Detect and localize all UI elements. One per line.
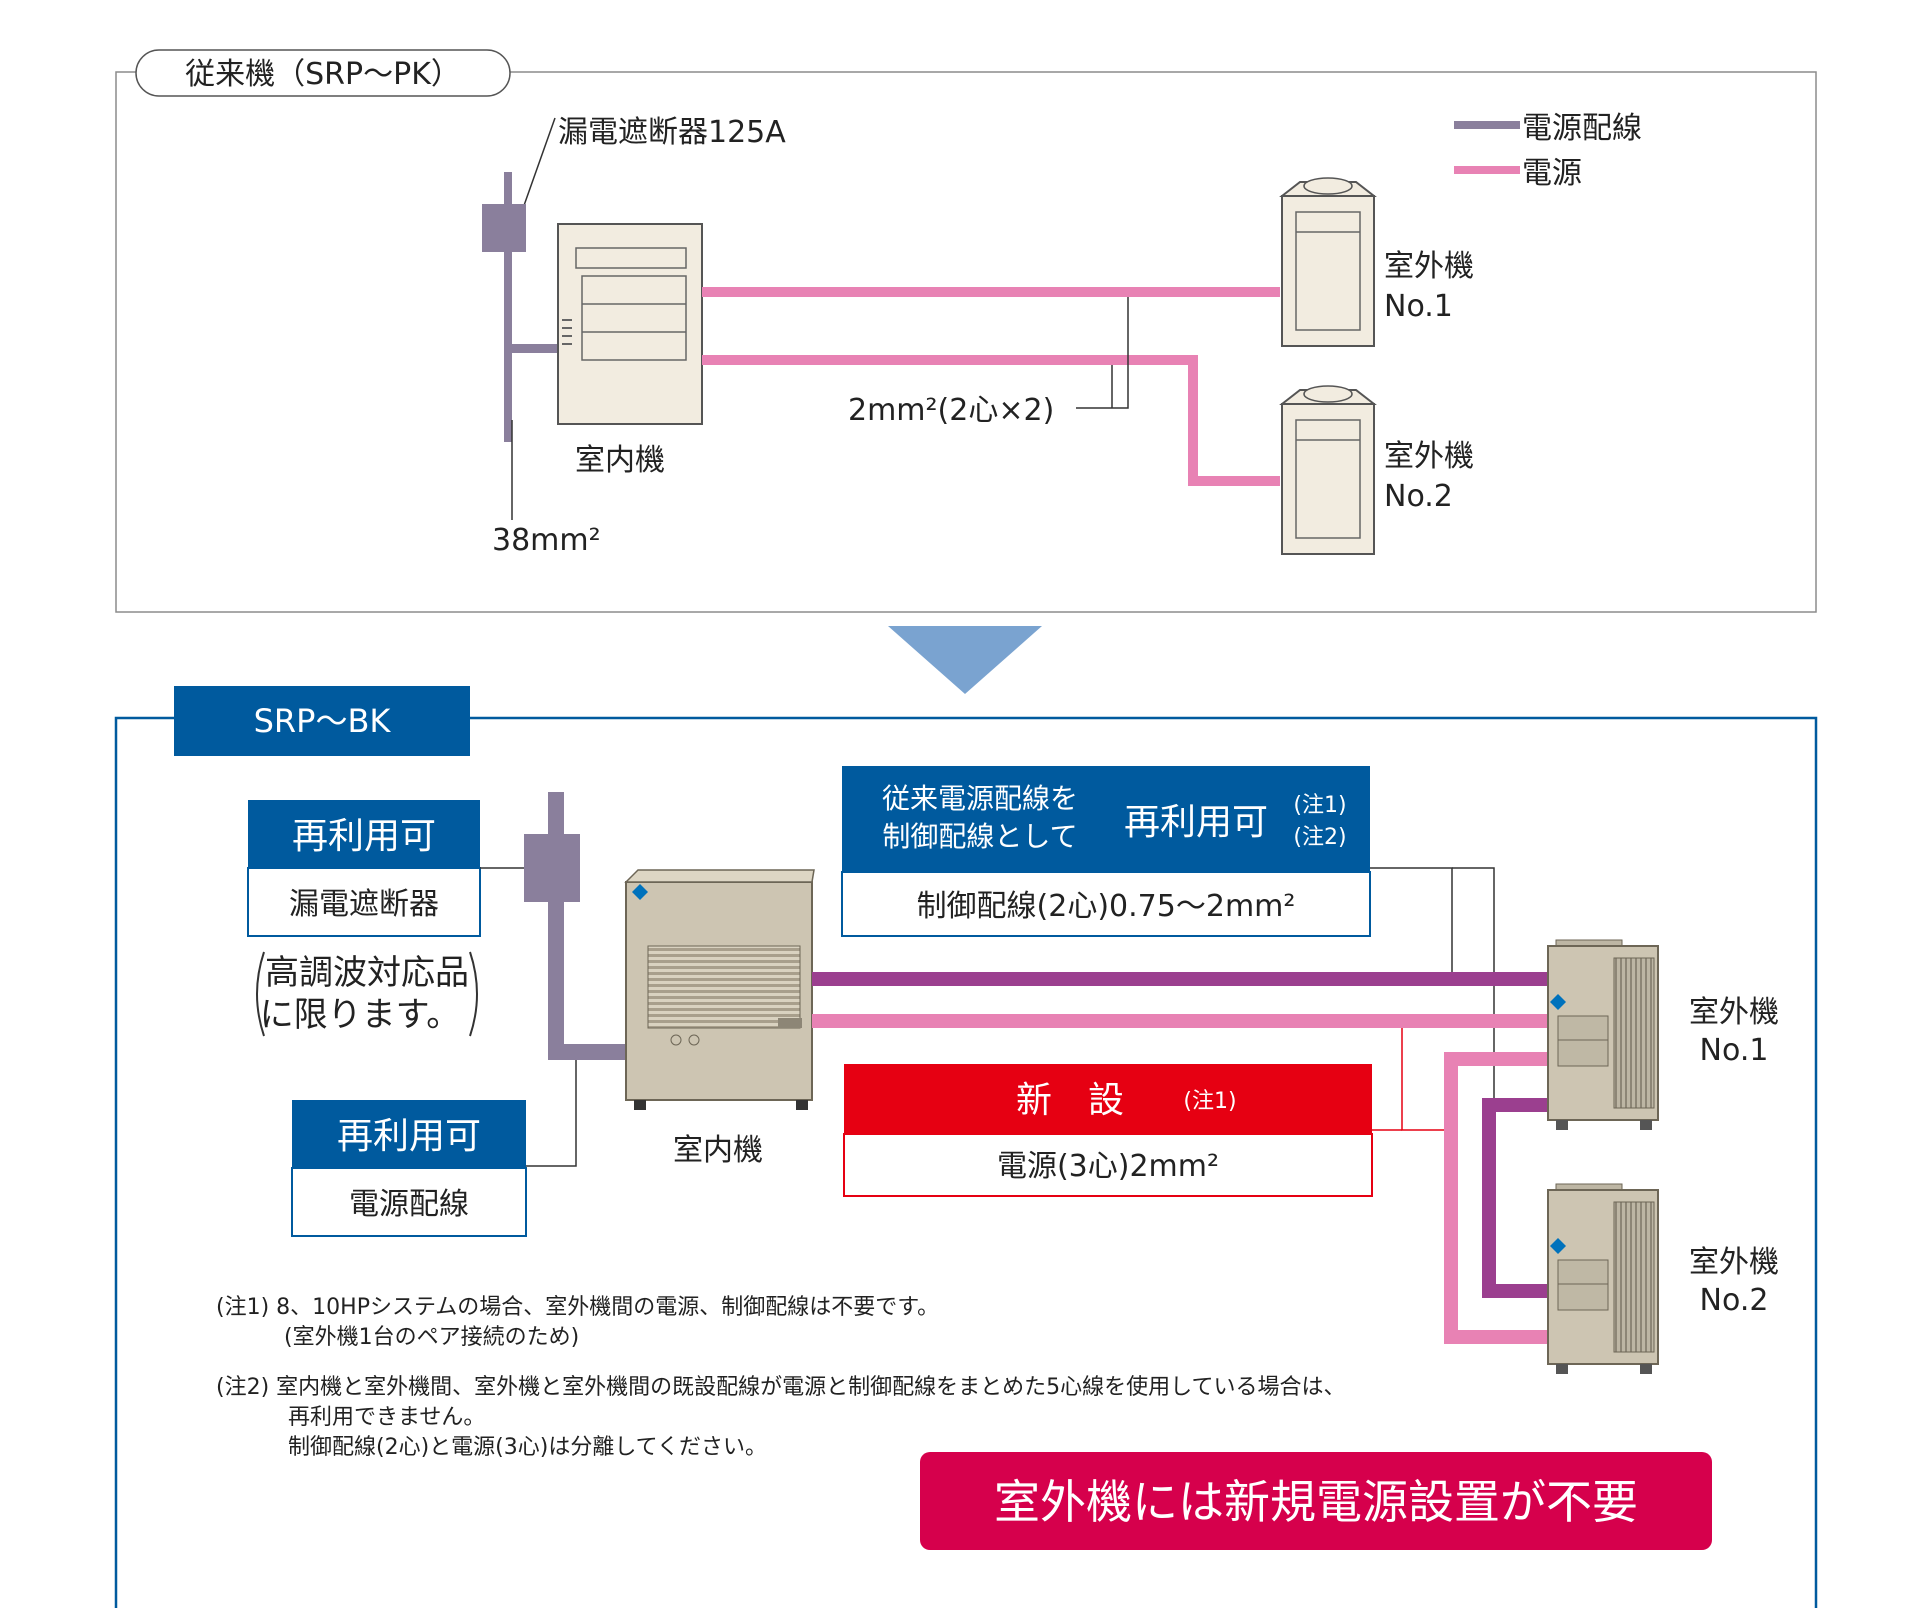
control-box-header-line2: 制御配線として [882, 820, 1077, 853]
breaker-box-body-bg [247, 867, 481, 937]
legacy-panel-frame [115, 71, 1817, 613]
control-leader-2 [1452, 867, 1495, 1106]
legend-power-wiring: 電源配線 [1522, 111, 1642, 146]
new-title: SRP〜BK [254, 702, 392, 740]
control-wiring-branch-bottom [1482, 1284, 1550, 1298]
cta-text: 室外機には新規電源設置が不要 [994, 1475, 1638, 1529]
breaker-box-header-bg [248, 800, 480, 868]
control-wiring-main [812, 972, 1550, 986]
main-cable-label: 38mm² [492, 523, 601, 558]
transition-arrow-icon [888, 626, 1042, 694]
new-box-header-bg [844, 1064, 1372, 1134]
breaker-box-header: 再利用可 [292, 816, 436, 857]
new-box-leader-1 [1401, 1028, 1444, 1131]
control-wiring-branch-top [1482, 1098, 1550, 1112]
legacy-power-cable-2c [1188, 476, 1280, 486]
legend: 電源配線 電源 [1454, 111, 1642, 191]
legacy-breaker [482, 204, 526, 252]
control-box-header-main: 再利用可 [1124, 802, 1268, 843]
legacy-outdoor-unit-2 [1279, 385, 1377, 555]
breaker-note-line2: に限ります。 [260, 995, 461, 1035]
control-box-header-bg [842, 766, 1370, 872]
control-wiring-branch-vertical [1482, 1098, 1496, 1298]
wiring-box-body: 電源配線 [349, 1187, 469, 1222]
new-power-wiring-vertical [548, 792, 564, 1060]
new-box-body: 電源(3心)2mm² [997, 1149, 1219, 1184]
breaker-note-line1: 高調波対応品 [265, 953, 469, 993]
control-box-note1: (注1) [1293, 793, 1346, 818]
new-power-branch-bottom [1444, 1330, 1550, 1344]
new-box-note: (注1) [1183, 1089, 1236, 1114]
new-box-header: 新 設 [1016, 1080, 1124, 1121]
new-power-main [812, 1014, 1550, 1028]
new-breaker [524, 834, 580, 902]
new-power-wiring-horizontal [548, 1044, 626, 1060]
brand-logo-icon [632, 884, 648, 900]
new-panel: SRP〜BK 再利用可 漏電遮断器 高調波対応品 に限ります。 再利用可 電源配… [114, 686, 1818, 1608]
legacy-outdoor-1-line1: 室外機 [1384, 249, 1474, 284]
legacy-power-wiring-vertical [504, 172, 512, 442]
legacy-title: 従来機（SRP〜PK） [185, 57, 461, 92]
control-box-body-bg [841, 871, 1371, 937]
breaker-box-body: 漏電遮断器 [289, 887, 439, 922]
note-paren-left [256, 951, 265, 1037]
new-power-branch-top [1444, 1052, 1550, 1066]
control-box-header-line1: 従来電源配線を [882, 782, 1078, 815]
legacy-outdoor-2-line1: 室外機 [1384, 439, 1474, 474]
new-outdoor-2-line2: No.2 [1700, 1283, 1769, 1318]
wiring-box-header-bg [292, 1100, 526, 1168]
legacy-title-pill [135, 49, 511, 97]
note2-line2: 再利用できません。 [288, 1405, 485, 1430]
brand-logo-icon [1550, 1238, 1566, 1254]
new-outdoor-2-line1: 室外機 [1689, 1245, 1779, 1280]
brand-logo-icon [1550, 994, 1566, 1010]
note1-line1: (注1) 8、10HPシステムの場合、室外機間の電源、制御配線は不要です。 [216, 1295, 939, 1320]
new-outdoor-1-line2: No.1 [1700, 1033, 1769, 1068]
control-box-note2: (注2) [1293, 825, 1346, 850]
cable-leader-1 [1076, 297, 1129, 409]
wiring-box-body-bg [291, 1167, 527, 1237]
legacy-power-cable-1 [702, 287, 1280, 297]
new-indoor-label: 室内機 [673, 1133, 763, 1168]
legacy-indoor-label: 室内機 [575, 443, 665, 478]
legend-power: 電源 [1522, 156, 1582, 191]
legacy-power-wiring-horizontal [504, 344, 566, 353]
new-outdoor-unit-1 [1547, 939, 1659, 1130]
wiring-box-header: 再利用可 [337, 1116, 481, 1157]
legacy-power-cable-2b [1188, 355, 1198, 486]
wiring-box-leader [526, 1060, 577, 1167]
new-title-tab [174, 686, 470, 756]
new-outdoor-1-line1: 室外機 [1689, 995, 1779, 1030]
note2-line3: 制御配線(2心)と電源(3心)は分離してください。 [288, 1435, 767, 1460]
legacy-indoor-unit [557, 223, 703, 425]
note1-line2: (室外機1台のペア接続のため) [284, 1325, 579, 1350]
new-indoor-unit [624, 869, 815, 1110]
legacy-panel: 従来機（SRP〜PK） 電源配線 電源 漏電遮断器125A 38mm² [115, 49, 1817, 613]
legacy-power-cable-2a [702, 355, 1192, 365]
legacy-outdoor-unit-1 [1279, 177, 1377, 347]
control-leader-1 [1370, 867, 1453, 980]
note-paren-right [469, 951, 478, 1037]
legacy-outdoor-2-line2: No.2 [1384, 479, 1453, 514]
cable-label: 2mm²(2心×2) [848, 393, 1054, 428]
new-outdoor-unit-2 [1547, 1183, 1659, 1374]
control-box-body: 制御配線(2心)0.75〜2mm² [917, 889, 1296, 924]
new-power-branch-vertical [1444, 1052, 1458, 1344]
breaker-label: 漏電遮断器125A [558, 115, 786, 150]
legacy-outdoor-1-line2: No.1 [1384, 289, 1453, 324]
note2-line1: (注2) 室内機と室外機間、室外機と室外機間の既設配線が電源と制御配線をまとめた… [216, 1375, 1346, 1400]
new-box-body-bg [843, 1133, 1373, 1197]
new-panel-frame [114, 716, 1818, 1608]
cta-banner [920, 1452, 1712, 1550]
